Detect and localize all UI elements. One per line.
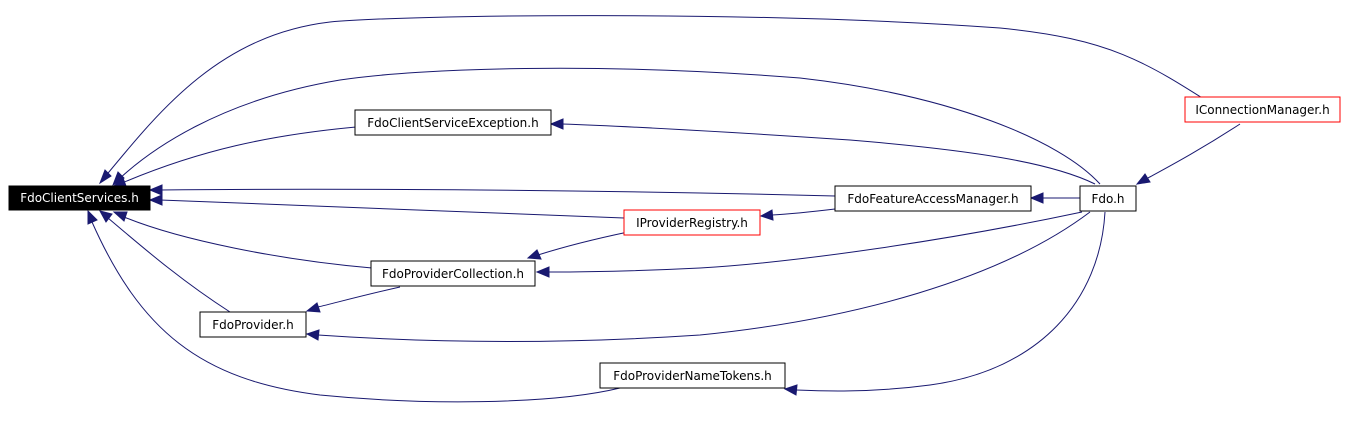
node-label: FdoProvider.h	[212, 318, 294, 332]
edge-accessmanager-to-clientservices	[159, 188, 836, 197]
node-provider-collection[interactable]: FdoProviderCollection.h	[370, 260, 536, 287]
edge-arrowhead	[1135, 173, 1151, 185]
node-label: FdoProviderCollection.h	[382, 267, 524, 281]
node-feature-access-manager[interactable]: FdoFeatureAccessManager.h	[834, 185, 1032, 212]
edge-arrowhead	[305, 302, 321, 313]
edge-fdo-to-clientservices-arc	[117, 67, 1101, 185]
edge-accessmanager-to-registry	[771, 208, 836, 216]
node-iprovider-registry[interactable]: IProviderRegistry.h	[623, 209, 761, 236]
node-provider-name-tokens[interactable]: FdoProviderNameTokens.h	[599, 362, 786, 389]
edge-provider-to-clientservices	[107, 217, 231, 313]
node-provider[interactable]: FdoProvider.h	[199, 311, 307, 338]
node-client-service-exception[interactable]: FdoClientServiceException.h	[354, 109, 552, 136]
edge-arrowhead	[99, 210, 113, 223]
graph-edges	[87, 15, 1241, 403]
edge-arrowhead	[535, 266, 550, 278]
edge-fdo-to-nametokens	[795, 211, 1106, 392]
node-label: FdoProviderNameTokens.h	[613, 369, 771, 383]
node-label: IProviderRegistry.h	[636, 216, 748, 230]
node-client-services[interactable]: FdoClientServices.h	[8, 185, 151, 211]
edge-arrowhead	[759, 209, 774, 221]
edge-iconnectionmanager-to-fdo	[1147, 123, 1241, 179]
edge-collection-to-clientservices	[123, 216, 373, 269]
node-label: FdoFeatureAccessManager.h	[847, 192, 1018, 206]
node-fdo[interactable]: Fdo.h	[1079, 185, 1137, 212]
edge-arrowhead	[87, 209, 98, 225]
edge-arrowhead	[305, 329, 320, 341]
edge-nametokens-to-clientservices	[91, 221, 621, 403]
node-label: FdoClientServices.h	[20, 191, 139, 205]
edge-collection-to-provider	[317, 286, 401, 308]
edge-fdo-to-collection	[547, 211, 1083, 273]
edge-arrowhead	[148, 184, 163, 196]
edge-arrowhead	[112, 211, 128, 222]
edge-arrowhead	[98, 169, 112, 185]
edge-fdo-to-provider	[317, 211, 1091, 342]
edge-arrowhead	[1029, 192, 1044, 204]
edge-registry-to-collection	[537, 231, 629, 256]
edge-arrowhead	[549, 118, 564, 130]
edge-arrowhead	[783, 384, 798, 396]
edge-exception-to-clientservices	[121, 126, 357, 184]
edge-iconnectionmanager-to-clientservices	[103, 15, 1241, 179]
edge-fdo-to-exception	[561, 123, 1096, 185]
node-label: FdoClientServiceException.h	[367, 116, 538, 130]
edge-arrowhead	[148, 194, 163, 206]
node-label: IConnectionManager.h	[1195, 103, 1329, 117]
node-iconnection-manager[interactable]: IConnectionManager.h	[1184, 96, 1341, 123]
edge-arrowhead	[526, 249, 542, 260]
edge-registry-to-clientservices	[159, 199, 625, 219]
node-label: Fdo.h	[1091, 192, 1124, 206]
